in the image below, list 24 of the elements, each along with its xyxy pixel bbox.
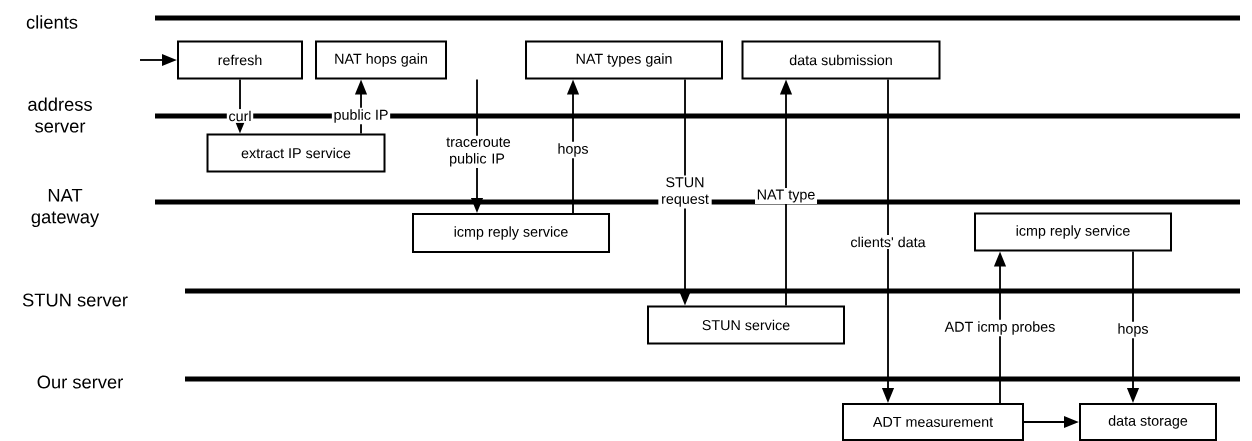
process-box: icmp reply service [974, 212, 1172, 252]
edge-label: traceroute public IP [444, 135, 511, 169]
lane-label: NAT gateway [31, 188, 100, 227]
edge-label: curl [226, 109, 254, 123]
edge-label: hops [555, 141, 591, 159]
edge-label: public IP [331, 107, 391, 125]
edge-label: ADT icmp probes [943, 319, 1058, 337]
lane-label: address server [28, 97, 92, 133]
edge-label: STUN request [658, 175, 712, 209]
process-box: NAT types gain [525, 40, 723, 80]
edge-label: clients' data [848, 235, 928, 249]
process-box: data submission [741, 40, 941, 80]
lane-label: STUN server [22, 293, 128, 307]
process-box: NAT hops gain [315, 40, 447, 80]
lane-label: Our server [37, 375, 123, 389]
process-box: extract IP service [206, 133, 386, 173]
process-box: data storage [1079, 403, 1217, 441]
process-box: ADT measurement [842, 403, 1024, 441]
process-box: refresh [177, 40, 303, 80]
lane-label: clients [26, 15, 78, 29]
process-box: icmp reply service [412, 213, 610, 253]
process-box: STUN service [647, 305, 845, 345]
edge-label: NAT type [755, 187, 817, 205]
edge-label: hops [1115, 321, 1151, 339]
